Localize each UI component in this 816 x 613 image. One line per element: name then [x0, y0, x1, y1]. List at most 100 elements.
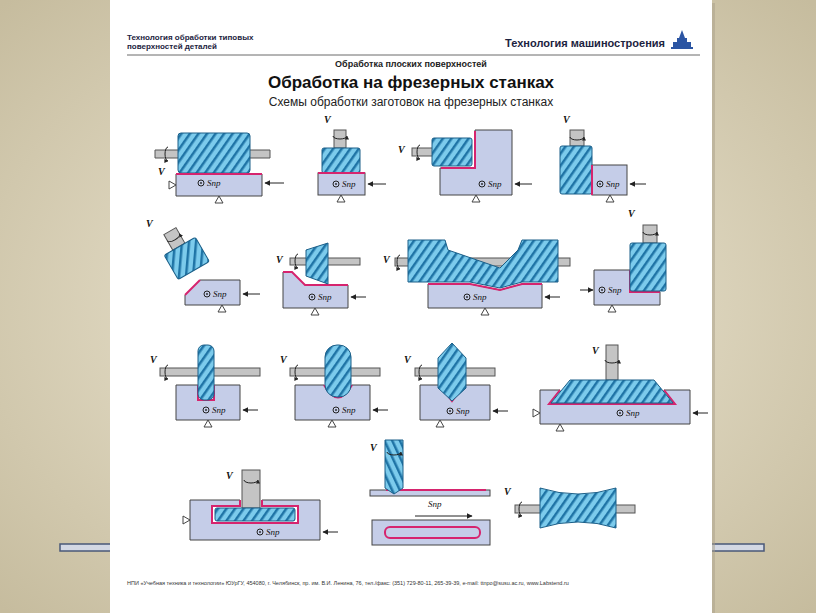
scheme-5-part-part [164, 237, 209, 279]
scheme-10-part [373, 410, 388, 411]
scheme-12 [533, 345, 708, 431]
cutting-speed-label: V [226, 470, 233, 482]
scheme-6-part [311, 308, 319, 315]
scheme-4-part [592, 165, 627, 195]
scheme-6 [283, 243, 366, 315]
scheme-8-part [580, 290, 593, 291]
scheme-5-part [204, 291, 210, 297]
scheme-14-part [387, 452, 401, 455]
scheme-14-part [370, 490, 490, 496]
scheme-13-part [244, 480, 258, 483]
scheme-12-part [693, 413, 708, 414]
scheme-14-part [385, 440, 403, 494]
scheme-13-part [257, 529, 263, 535]
scheme-1-part [215, 196, 223, 203]
scheme-4-part [599, 183, 601, 185]
scheme-14 [370, 440, 490, 545]
cutting-speed-label: V [383, 254, 390, 266]
scheme-6-part [295, 254, 298, 268]
slide-background-part [110, 0, 712, 613]
scheme-9-part [204, 420, 212, 427]
scheme-2-part [368, 184, 386, 185]
cutting-speed-label: V [146, 218, 153, 230]
scheme-15 [515, 488, 635, 528]
feed-label: Sпр [213, 288, 227, 300]
scheme-10-part [335, 409, 337, 411]
scheme-8-part [601, 289, 603, 291]
scheme-2-part [334, 130, 346, 148]
scheme-8 [580, 225, 666, 312]
scheme-9-part [205, 409, 207, 411]
cutting-speed-label: V [158, 166, 165, 178]
scheme-9 [160, 345, 260, 427]
scheme-3-part [417, 145, 420, 159]
scheme-12-part [551, 380, 673, 403]
scheme-9-part [243, 410, 258, 411]
scheme-11-part [436, 420, 444, 427]
cutting-speed-label: V [563, 114, 570, 126]
subtitle: Схемы обработки заготовок на фрезерных с… [110, 95, 712, 109]
scheme-7-part [464, 294, 470, 300]
scheme-4-part [591, 165, 593, 195]
cutting-speed-label: V [280, 354, 287, 366]
scheme-1-part [198, 180, 204, 186]
scheme-7-part [408, 240, 558, 288]
feed-label: Sпр [473, 291, 487, 303]
scheme-5-part-part [167, 234, 181, 244]
scheme-1-part [176, 173, 262, 175]
scheme-9-part [203, 407, 209, 413]
scheme-15-part [519, 502, 522, 516]
scheme-1 [155, 133, 284, 203]
cutting-speed-label: V [504, 486, 511, 498]
page-header-graphics-part [127, 55, 700, 56]
scheme-10-part [328, 420, 336, 427]
scheme-10-part [295, 365, 298, 379]
feed-label: Sпр [342, 404, 356, 416]
scheme-13-part [323, 532, 338, 533]
scheme-1-part [178, 133, 250, 173]
cutting-speed-label: V [404, 354, 411, 366]
cutting-speed-label: V [628, 208, 635, 220]
scheme-13-part [215, 508, 295, 521]
scheme-4-part [606, 195, 614, 202]
header-course: Технология машиностроения [430, 37, 665, 50]
feed-label: Sпр [207, 177, 221, 189]
scheme-8-part [599, 287, 605, 293]
feed-label: Sпр [212, 404, 226, 416]
scheme-5-part [243, 294, 260, 295]
scheme-11-part [419, 365, 422, 379]
scheme-11 [415, 343, 508, 427]
cutting-speed-label: V [370, 442, 377, 454]
scheme-6-part [309, 294, 315, 300]
scheme-3-part [481, 183, 483, 185]
scheme-4-part [597, 181, 603, 187]
cutting-speed-label: V [324, 114, 331, 126]
scheme-12-part [605, 360, 619, 363]
scheme-11-part [449, 410, 451, 412]
page-header-graphics-part [679, 30, 685, 38]
scheme-2-part [337, 195, 345, 202]
scheme-1-part [200, 182, 202, 184]
scheme-5 [155, 222, 260, 312]
scheme-12-part [617, 410, 623, 416]
scheme-2-part [318, 172, 365, 174]
scheme-10-part [333, 407, 339, 413]
scheme-3 [412, 130, 532, 202]
scheme-13-part [259, 531, 261, 533]
scheme-11-part [438, 343, 466, 401]
scheme-8-part [630, 243, 666, 291]
scheme-13-part [242, 470, 260, 508]
scheme-4-part [570, 130, 584, 146]
page-header-graphics-part [671, 47, 693, 49]
scheme-1-part [169, 181, 176, 189]
scheme-12-part [533, 409, 540, 417]
feed-label: Sпр [606, 178, 620, 190]
scheme-4-part [560, 146, 592, 194]
cutting-speed-label: V [398, 144, 405, 156]
scheme-7-part [481, 308, 489, 315]
scheme-8-part [608, 305, 616, 312]
scheme-12-part [619, 412, 621, 414]
scheme-3-part [412, 148, 434, 156]
